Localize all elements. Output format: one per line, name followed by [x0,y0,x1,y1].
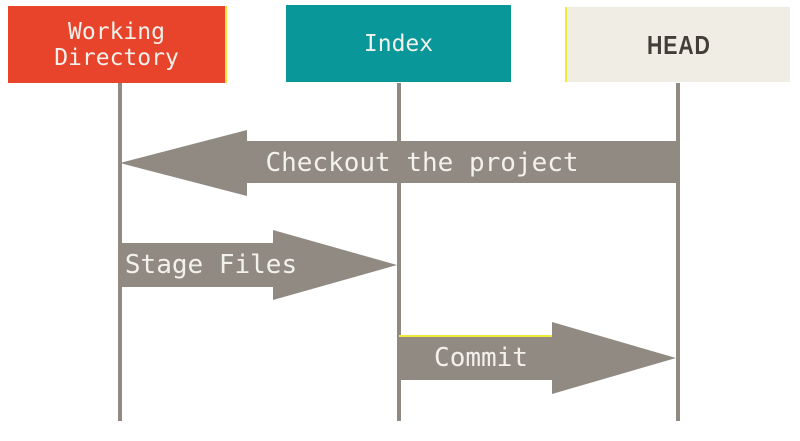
node-working-directory-label: Working Directory [54,18,179,71]
commit-arrow-body [399,335,552,380]
stage-arrow-label: Stage Files [124,250,298,280]
node-head: HEAD [565,7,790,82]
node-index: Index [286,5,511,82]
lifeline-head [676,83,680,421]
commit-arrow-right-icon [552,322,676,394]
lifeline-index [397,83,401,421]
checkout-arrow-body [247,141,680,183]
stage-arrow-right-icon [273,230,397,300]
stage-arrow-body [120,243,273,287]
node-head-label: HEAD [646,29,711,60]
checkout-arrow-left-icon [120,130,247,196]
node-working-directory: Working Directory [8,6,227,83]
node-index-label: Index [363,30,434,57]
checkout-arrow-label: Checkout the project [265,148,579,178]
commit-arrow-label: Commit [434,343,528,373]
